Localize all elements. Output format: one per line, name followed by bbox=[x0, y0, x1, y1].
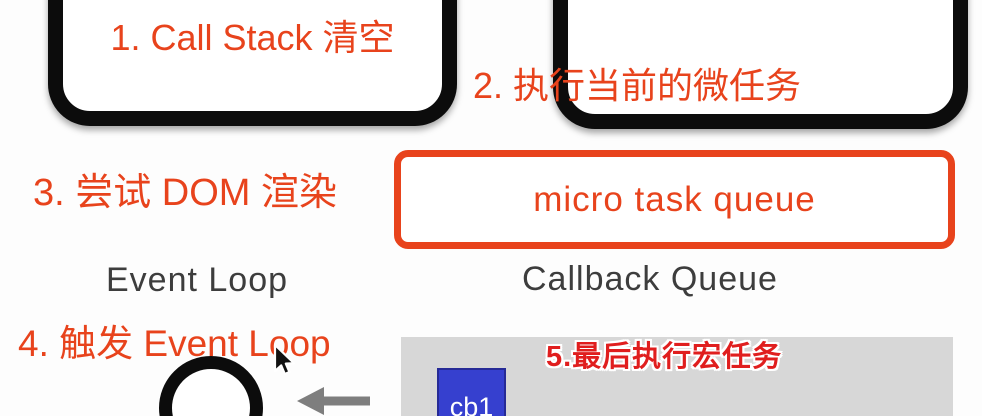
micro-task-queue-box: micro task queue bbox=[394, 150, 955, 249]
callback-item-label: cb1 bbox=[449, 392, 494, 416]
left-arrow-icon bbox=[297, 387, 370, 415]
callback-queue-heading: Callback Queue bbox=[522, 260, 778, 298]
annotation-step2: 2. 执行当前的微任务 bbox=[473, 65, 802, 106]
callback-queue-panel: 5.最后执行宏任务 cb1 bbox=[401, 337, 953, 416]
callback-item-cb1: cb1 bbox=[437, 368, 506, 416]
micro-task-source-box bbox=[553, 0, 968, 129]
annotation-step1: 1. Call Stack 清空 bbox=[110, 17, 395, 58]
call-stack-box bbox=[48, 0, 457, 126]
annotation-step3: 3. 尝试 DOM 渲染 bbox=[33, 172, 338, 214]
micro-task-queue-label: micro task queue bbox=[533, 179, 816, 219]
annotation-step5: 5.最后执行宏任务 bbox=[546, 341, 783, 373]
event-loop-heading: Event Loop bbox=[106, 261, 289, 299]
mouse-cursor-icon bbox=[273, 343, 296, 376]
